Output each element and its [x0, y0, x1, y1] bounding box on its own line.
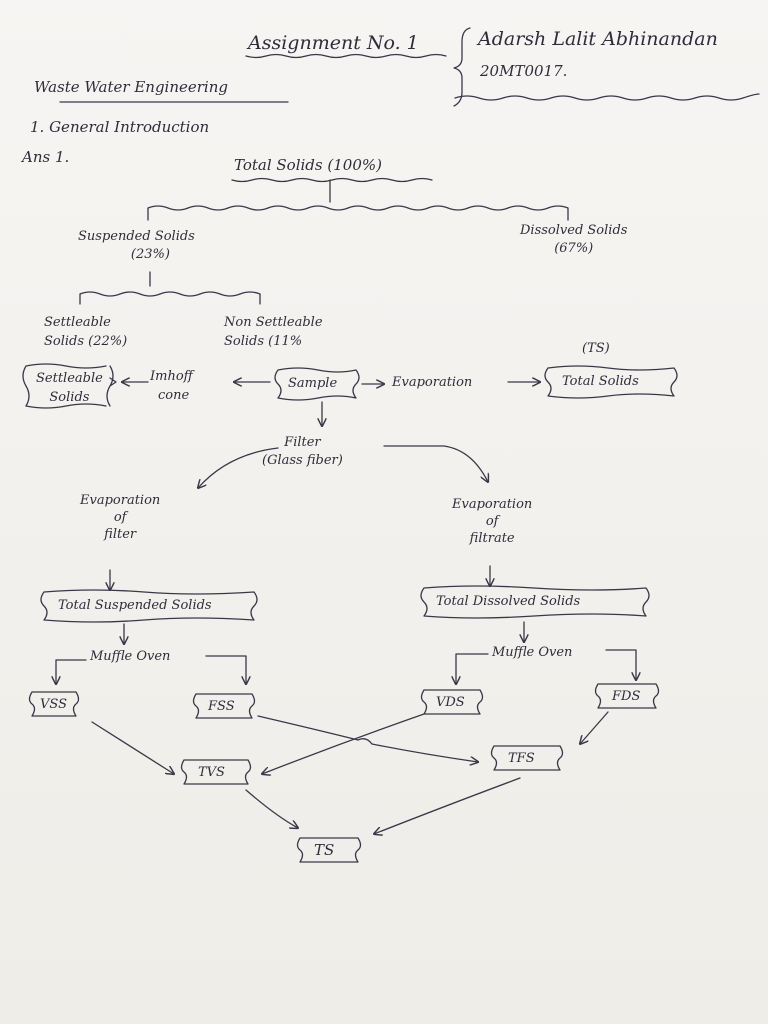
vds-box — [420, 689, 484, 715]
label-ts: (TS) — [582, 341, 610, 356]
node-evaporation-of-filter: Evaporation of filter — [80, 493, 161, 542]
node-fds: FDS — [612, 689, 641, 704]
node-tfs: TFS — [508, 751, 535, 766]
tfs-box — [490, 745, 564, 771]
ts-box — [296, 837, 362, 863]
node-muffle-oven-left: Muffle Oven — [90, 649, 171, 664]
name-brace — [453, 27, 471, 107]
roll-number: 20MT0017. — [480, 62, 568, 80]
node-total-solids: Total Solids (100%) — [234, 156, 382, 174]
node-vds: VDS — [436, 695, 465, 710]
tvs-box — [180, 759, 252, 785]
node-total-solids-box: Total Solids — [562, 374, 639, 389]
tds-box — [420, 585, 650, 619]
node-non-settleable-solids: Non Settleable Solids (11% — [224, 315, 323, 349]
answer-label: Ans 1. — [22, 148, 70, 166]
node-dissolved-solids: Dissolved Solids (67%) — [520, 223, 628, 256]
node-total-dissolved-solids: Total Dissolved Solids — [436, 594, 581, 609]
node-suspended-solids: Suspended Solids (23%) — [78, 229, 195, 262]
node-ts: TS — [314, 841, 335, 859]
node-total-suspended-solids: Total Suspended Solids — [58, 598, 212, 613]
node-sample: Sample — [288, 376, 338, 391]
settleable-box — [22, 363, 117, 409]
subject-heading: Waste Water Engineering — [34, 78, 228, 96]
node-settleable-solids: Settleable Solids (22%) — [44, 315, 128, 349]
ts-bracket — [147, 205, 569, 221]
total-solids-box — [544, 365, 678, 399]
vss-box — [28, 691, 80, 717]
sample-box — [274, 367, 360, 401]
node-evaporation-of-filtrate: Evaporation of filtrate — [452, 497, 533, 546]
title-underline — [245, 53, 447, 59]
node-filter: Filter (Glass fiber) — [262, 435, 343, 468]
node-tvs: TVS — [198, 765, 225, 780]
tss-box — [40, 589, 258, 623]
node-evaporation: Evaporation — [392, 375, 473, 390]
student-name: Adarsh Lalit Abhinandan — [478, 28, 718, 50]
fds-box — [594, 683, 660, 709]
node-imhoff-cone: Imhoff cone — [150, 369, 193, 403]
assignment-title: Assignment No. 1 — [248, 32, 419, 54]
ss-bracket — [79, 291, 261, 305]
node-fss: FSS — [208, 699, 235, 714]
node-muffle-oven-right: Muffle Oven — [492, 645, 573, 660]
node-settleable-box: Settleable Solids — [36, 371, 103, 405]
node-vss: VSS — [40, 697, 67, 712]
section-heading: 1. General Introduction — [30, 118, 210, 136]
name-underline — [454, 93, 760, 101]
fss-box — [192, 693, 256, 719]
